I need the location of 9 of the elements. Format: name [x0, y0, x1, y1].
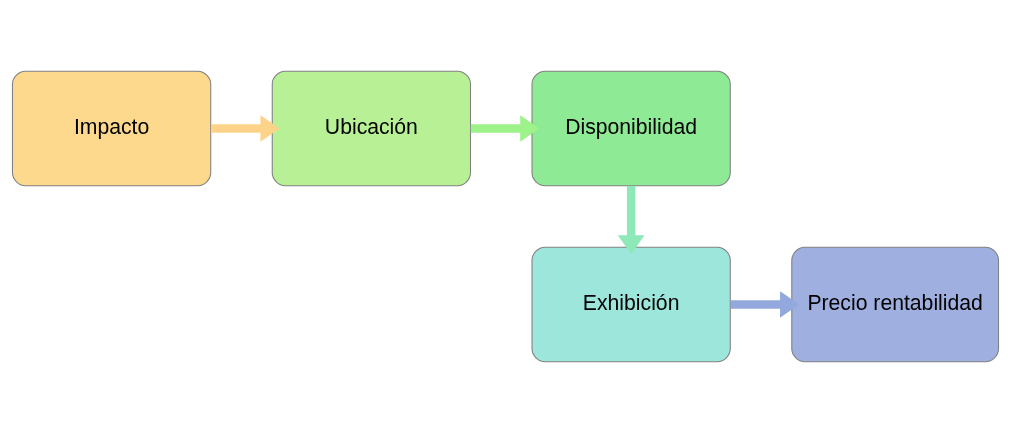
arrow: [470, 114, 540, 142]
node-box: Exhibición: [531, 246, 731, 362]
node-box: Impacto: [11, 70, 212, 186]
node-box: Disponibilidad: [531, 70, 731, 186]
arrow: [211, 114, 280, 142]
node-box: Ubicación: [271, 70, 472, 186]
arrow: [730, 290, 800, 318]
node-box: Precio rentabilidad: [791, 246, 1000, 362]
arrow: [617, 185, 645, 254]
